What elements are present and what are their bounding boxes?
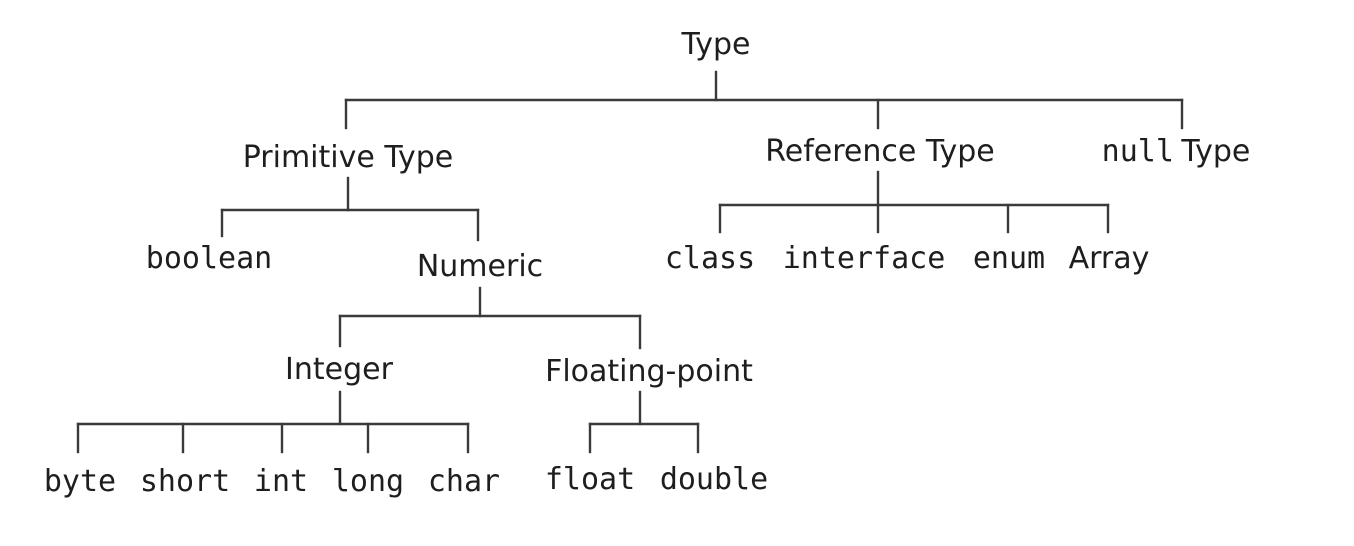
node-long: long xyxy=(332,464,404,499)
null-keyword: null xyxy=(1102,134,1174,169)
node-labels: Type Primitive Type Reference Type null … xyxy=(44,27,1250,499)
node-null-type: null Type xyxy=(1102,134,1251,169)
node-primitive-type: Primitive Type xyxy=(243,140,454,175)
node-double: double xyxy=(660,462,768,497)
node-numeric: Numeric xyxy=(417,249,543,284)
node-boolean: boolean xyxy=(146,241,272,276)
node-reference-type: Reference Type xyxy=(765,134,995,169)
node-int: int xyxy=(254,464,308,499)
null-type-word: Type xyxy=(1180,134,1250,169)
node-class: class xyxy=(665,241,755,276)
connector-lines xyxy=(76,70,1184,454)
node-interface: interface xyxy=(783,241,946,276)
node-type: Type xyxy=(681,27,751,62)
node-floating-point: Floating-point xyxy=(545,354,753,389)
node-enum: enum xyxy=(973,241,1045,276)
node-integer: Integer xyxy=(285,352,394,387)
node-byte: byte xyxy=(44,464,116,499)
node-float: float xyxy=(545,462,635,497)
node-char: char xyxy=(428,464,500,499)
node-short: short xyxy=(140,464,230,499)
node-array: Array xyxy=(1069,241,1150,276)
